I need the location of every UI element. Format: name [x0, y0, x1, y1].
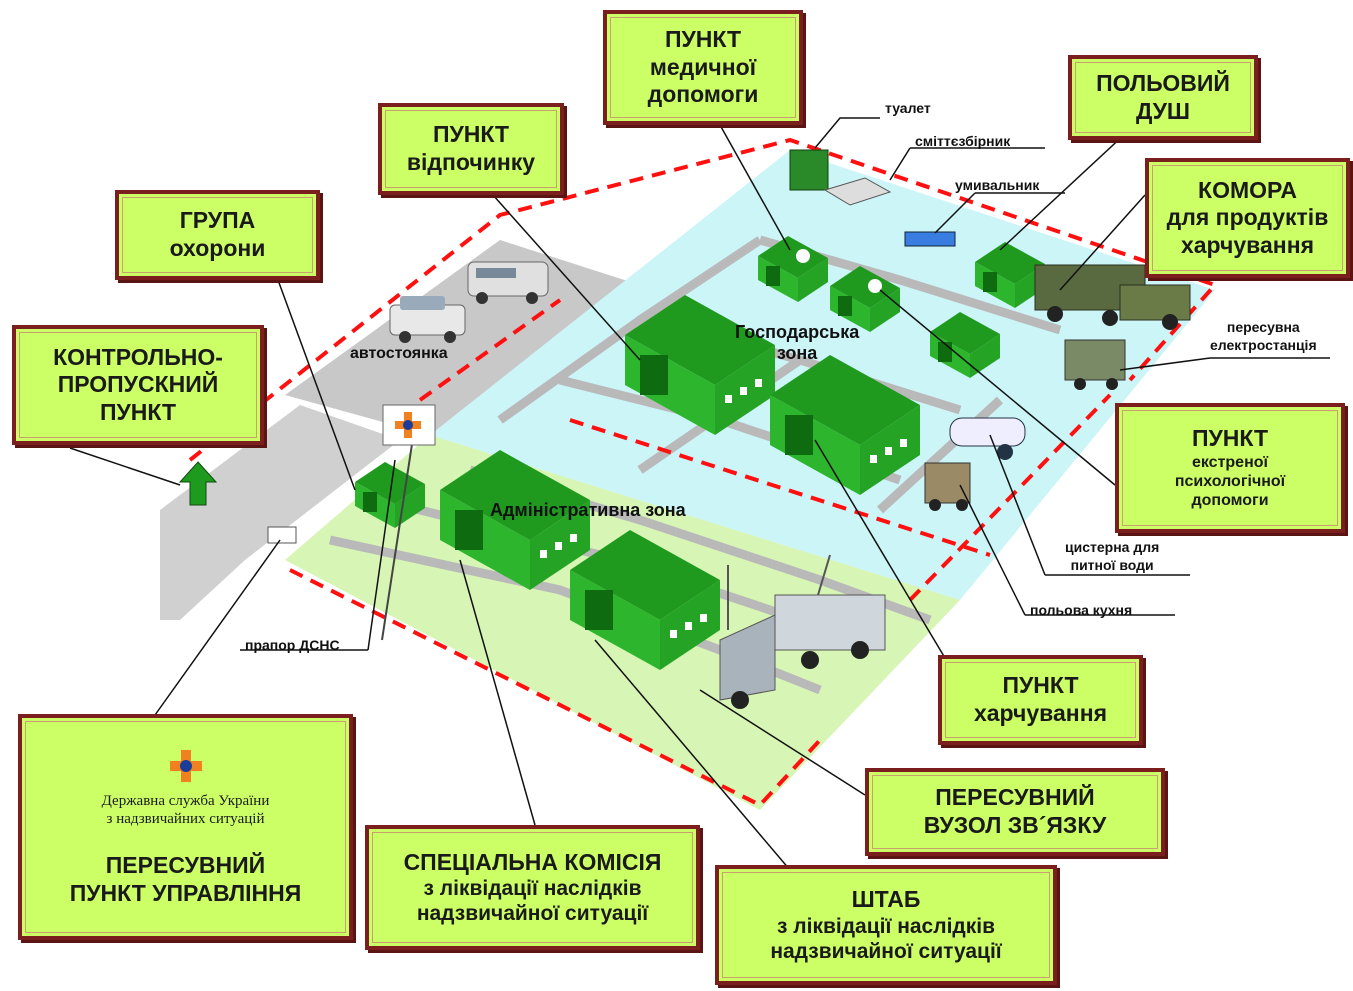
- dsns-emblem-icon: [169, 750, 202, 783]
- callout-line: надзвичайної ситуації: [770, 939, 1002, 963]
- org-name-line: з надзвичайних ситуацій: [106, 811, 265, 828]
- callout-line: ШТАБ: [851, 886, 921, 913]
- power-station-label-line: електростанція: [1210, 337, 1317, 354]
- toilet-icon: [789, 149, 829, 191]
- dsns-emblem-icon: [395, 412, 421, 438]
- economic-zone-label-line: Господарська: [735, 322, 860, 342]
- callout-line: ГРУПА: [179, 207, 256, 234]
- callout-line: харчування: [973, 700, 1108, 726]
- callout-line: харчування: [1180, 231, 1315, 258]
- org-name-line: Державна служба України: [101, 793, 270, 810]
- toilet-label: туалет: [885, 100, 931, 116]
- callout-line: ПУНКТ: [432, 121, 510, 148]
- callout-line: ПУНКТ: [1191, 425, 1269, 452]
- callout-line: СПЕЦІАЛЬНА КОМІСІЯ: [403, 848, 662, 875]
- callout-line: з ліквідації наслідків: [777, 914, 995, 938]
- water-tank-icon: [949, 417, 1026, 460]
- leader-lines: [69, 117, 1330, 871]
- food-trucks-icon: [1034, 264, 1191, 330]
- callout-line: екстреної: [1191, 454, 1269, 472]
- flag-label: прапор ДСНС: [245, 637, 340, 653]
- callout-line: відпочинку: [406, 149, 536, 175]
- water-tank-label-line: питної води: [1070, 557, 1154, 574]
- callout-line: медичної: [649, 53, 757, 80]
- callout-line: з ліквідації наслідків: [423, 877, 642, 901]
- command-post-callout: Державна служба України з надзвичайних с…: [18, 714, 353, 940]
- water-tank-label-line: цистерна для: [1065, 539, 1160, 555]
- parking-zone: [285, 240, 640, 435]
- suv-icon: [389, 296, 466, 343]
- generator-icon: [1064, 339, 1126, 390]
- checkpoint-callout: КОНТРОЛЬНО- ПРОПУСКНИЙ ПУНКТ: [12, 325, 264, 445]
- food-storage-callout: КОМОРА для продуктів харчування: [1145, 158, 1350, 278]
- access-road: [160, 405, 400, 620]
- star-of-life-icon: [868, 279, 882, 293]
- checkpoint-arrow-icon: [178, 461, 218, 506]
- garbage-label: сміттєзбірник: [915, 133, 1011, 149]
- callout-line: ПУНКТ: [99, 398, 177, 425]
- star-of-life-icon: [796, 249, 810, 263]
- callout-line: КОНТРОЛЬНО-: [53, 343, 223, 370]
- washstand-label: умивальник: [955, 177, 1040, 193]
- field-kitchen-label: польова кухня: [1030, 602, 1133, 618]
- callout-line: КОМОРА: [1198, 176, 1297, 203]
- callout-line: ПОЛЬОВИЙ: [1096, 69, 1230, 96]
- callout-line: надзвичайної ситуації: [416, 902, 649, 926]
- comms-truck-icon: [719, 554, 886, 709]
- garbage-bin-icon: [823, 177, 892, 206]
- medical-point-callout: ПУНКТ медичної допомоги: [603, 10, 803, 125]
- catering-point-callout: ПУНКТ харчування: [938, 655, 1143, 745]
- callout-line: охорони: [169, 235, 266, 261]
- field-kitchen-icon: [924, 462, 971, 511]
- callout-line: ДУШ: [1135, 97, 1191, 124]
- power-station-label-line: пересувна: [1226, 319, 1300, 335]
- mobile-comms-callout: ПЕРЕСУВНИЙ ВУЗОЛ ЗВ´ЯЗКУ: [865, 768, 1165, 856]
- economic-zone-label-line: зона: [776, 342, 818, 363]
- economic-zone-label: Господарська зона: [735, 322, 859, 363]
- command-post-title-line: ПУНКТ УПРАВЛІННЯ: [69, 880, 302, 906]
- callout-line: ПРОПУСКНИЙ: [57, 371, 219, 398]
- rest-point-callout: ПУНКТ відпочинку: [378, 103, 564, 195]
- callout-line: ПУНКТ: [1002, 672, 1079, 699]
- callout-line: психологічної: [1174, 473, 1286, 491]
- command-post-title-line: ПЕРЕСУВНИЙ: [105, 852, 266, 879]
- callout-line: ПЕРЕСУВНИЙ: [935, 784, 1095, 811]
- callout-line: допомоги: [647, 81, 759, 108]
- callout-line: ВУЗОЛ ЗВ´ЯЗКУ: [923, 812, 1107, 838]
- guard-group-callout: ГРУПА охорони: [115, 190, 320, 280]
- power-station-label: пересувна електростанція: [1210, 318, 1317, 354]
- special-commission-callout: СПЕЦІАЛЬНА КОМІСІЯ з ліквідації наслідкі…: [365, 825, 700, 950]
- water-tank-label: цистерна для питної води: [1065, 538, 1159, 574]
- field-shower-callout: ПОЛЬОВИЙ ДУШ: [1068, 55, 1258, 140]
- callout-line: для продуктів: [1166, 204, 1329, 231]
- signboard: [267, 526, 297, 544]
- hq-callout: ШТАБ з ліквідації наслідків надзвичайної…: [715, 865, 1057, 985]
- washstand-icon: [904, 231, 956, 247]
- parking-label: автостоянка: [350, 345, 448, 362]
- van-icon: [467, 261, 549, 304]
- administrative-zone-label: Адміністративна зона: [490, 500, 686, 520]
- psych-point-callout: ПУНКТ екстреної психологічної допомоги: [1115, 403, 1345, 533]
- callout-line: ПУНКТ: [664, 26, 742, 53]
- callout-line: допомоги: [1191, 492, 1269, 510]
